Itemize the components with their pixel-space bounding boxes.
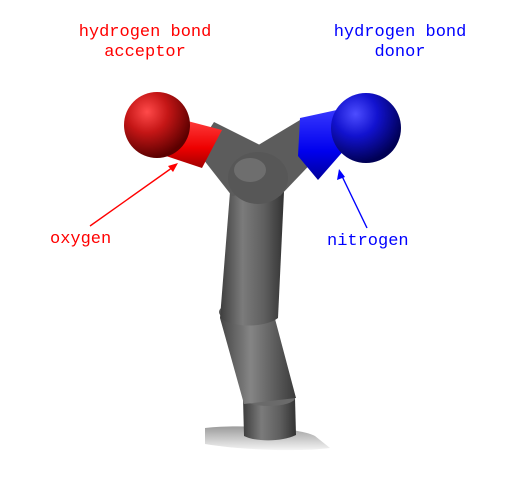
acceptor-title: hydrogen bond acceptor xyxy=(45,23,245,63)
nitrogen-label: nitrogen xyxy=(327,232,409,251)
oxygen-arrow-head xyxy=(168,163,178,172)
donor-title-line2: donor xyxy=(374,43,426,62)
donor-title: hydrogen bond donor xyxy=(300,23,500,63)
oxygen-atom xyxy=(124,92,190,158)
nitrogen-arrow-head xyxy=(337,169,345,180)
carbon-joint-highlight xyxy=(234,158,266,182)
acceptor-title-line1: hydrogen bond xyxy=(78,23,212,42)
middle-bond xyxy=(220,300,296,404)
nitrogen-arrow-line xyxy=(339,171,368,229)
acceptor-title-line2: acceptor xyxy=(104,43,186,62)
oxygen-arrow-line xyxy=(89,164,177,227)
oxygen-label: oxygen xyxy=(50,230,112,249)
upper-bond xyxy=(220,192,284,326)
nitrogen-atom xyxy=(331,93,401,163)
lower-bond xyxy=(243,398,296,441)
donor-title-line1: hydrogen bond xyxy=(333,23,467,42)
